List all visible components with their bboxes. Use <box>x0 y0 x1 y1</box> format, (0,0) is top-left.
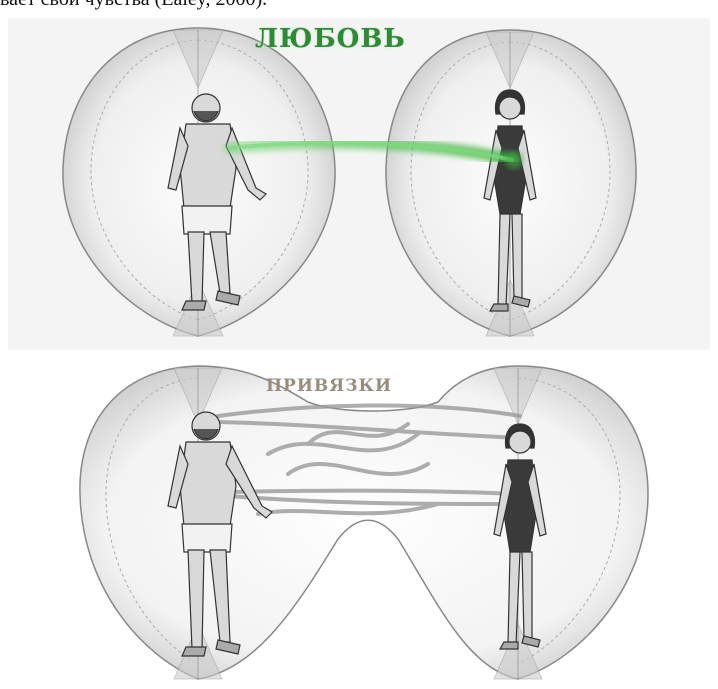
merged-aura <box>80 366 648 679</box>
love-label: ЛЮБОВЬ <box>255 24 406 54</box>
attachments-illustration <box>8 354 710 689</box>
attachments-label: ПРИВЯЗКИ <box>266 376 392 396</box>
love-panel: ЛЮБОВЬ <box>8 18 710 350</box>
love-illustration <box>8 18 710 350</box>
caption-text: вает свои чувства (Ealey, 2000). <box>0 0 267 11</box>
attachments-panel: ПРИВЯЗКИ <box>8 354 710 689</box>
